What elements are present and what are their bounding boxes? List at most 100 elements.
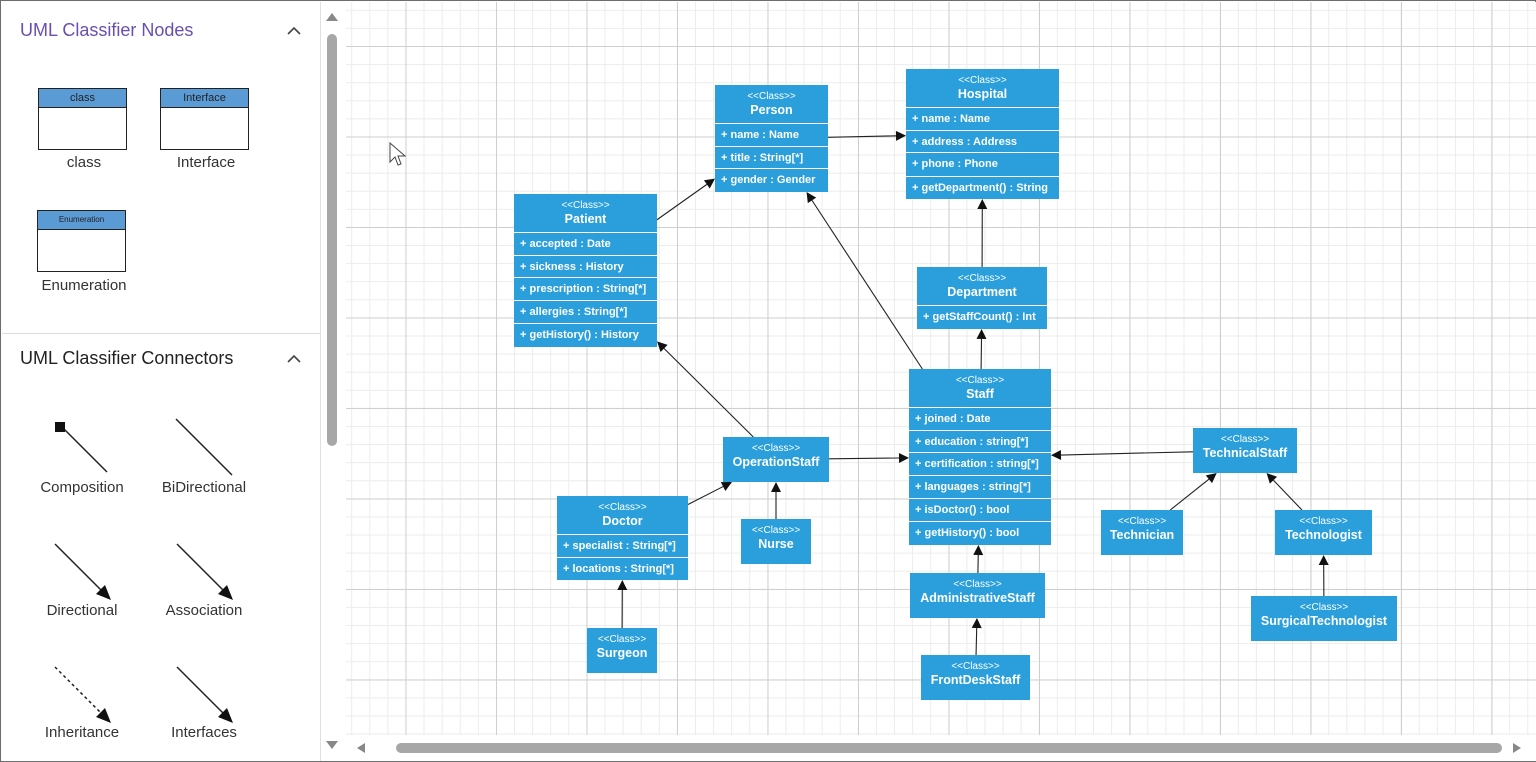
association-connector-icon: [176, 543, 233, 600]
node-stereotype: <<Class>>: [957, 273, 1007, 284]
inheritance-connector-icon: [54, 666, 111, 723]
node-name: Nurse: [758, 537, 794, 551]
scrollbar-thumb[interactable]: [327, 34, 337, 446]
class-node-operation-staff[interactable]: <<Class>>OperationStaff: [723, 437, 829, 482]
node-attribute: + gender : Gender: [721, 174, 816, 187]
palette-item-label: Enumeration: [41, 277, 127, 294]
node-name: TechnicalStaff: [1202, 446, 1288, 460]
palette-item-class[interactable]: class class: [29, 86, 139, 176]
node-stereotype: <<Class>>: [953, 579, 1002, 590]
class-node-technician[interactable]: <<Class>>Technician: [1101, 510, 1183, 555]
arrowhead-icon: [895, 130, 906, 141]
arrowhead-icon: [898, 452, 909, 463]
node-attribute: + title : String[*]: [715, 147, 828, 170]
node-stereotype: <<Class>>: [751, 525, 801, 536]
palette-item-directional[interactable]: Directional: [27, 537, 137, 627]
node-method: + getDepartment() : String: [912, 181, 1048, 194]
class-node-nurse[interactable]: <<Class>>Nurse: [741, 519, 811, 564]
node-stereotype: <<Class>>: [1117, 516, 1167, 527]
class-node-patient[interactable]: <<Class>>Patient + accepted : Date + sic…: [514, 194, 657, 347]
section-header-uml-classifier-nodes[interactable]: UML Classifier Nodes: [2, 4, 320, 56]
node-stereotype: <<Class>>: [1299, 516, 1348, 527]
chevron-up-icon[interactable]: [285, 21, 303, 39]
connector-technical_staff-to-staff[interactable]: [1060, 451, 1194, 456]
interfaces-connector-icon: [176, 666, 233, 723]
node-method: + getHistory() : bool: [915, 526, 1020, 539]
class-node-technologist[interactable]: <<Class>>Technologist: [1275, 510, 1372, 555]
chevron-up-icon[interactable]: [285, 349, 303, 367]
connector-patient-to-person[interactable]: [656, 183, 708, 221]
palette-item-bidirectional[interactable]: BiDirectional: [149, 414, 259, 504]
palette-item-interface[interactable]: Interface Interface: [151, 86, 261, 176]
scrollbar-thumb[interactable]: [396, 743, 1502, 753]
node-attribute: + locations : String[*]: [563, 562, 674, 575]
node-name: Hospital: [957, 87, 1008, 101]
connectors-layer: [617, 130, 1329, 656]
node-stereotype: <<Class>>: [955, 375, 1005, 386]
section-divider: [2, 333, 320, 334]
connector-staff-to-person[interactable]: [811, 200, 923, 370]
scroll-left-arrow-icon[interactable]: [356, 742, 366, 754]
class-node-hospital[interactable]: <<Class>>Hospital + name : Name + addres…: [906, 69, 1059, 200]
node-stereotype: <<Class>>: [751, 443, 801, 454]
node-attribute: + joined : Date: [909, 408, 1051, 431]
node-attribute: + name : Name: [715, 124, 828, 147]
arrowhead-icon: [977, 199, 988, 210]
node-attribute: + sickness : History: [514, 256, 657, 279]
enumeration-symbol: Enumeration: [37, 210, 126, 272]
node-name: AdministrativeStaff: [920, 591, 1035, 605]
node-name: Department: [947, 285, 1017, 299]
symbol-header: Enumeration: [38, 211, 125, 230]
class-node-front-desk-staff[interactable]: <<Class>>FrontDeskStaff: [921, 655, 1030, 700]
arrowhead-icon: [973, 545, 984, 556]
arrowhead-icon: [806, 192, 817, 204]
node-stereotype: <<Class>>: [561, 200, 610, 211]
node-name: Doctor: [602, 514, 643, 528]
palette-item-interfaces[interactable]: Interfaces: [149, 660, 259, 750]
palette-vertical-scrollbar[interactable]: [322, 2, 346, 761]
palette-item-label: class: [66, 154, 102, 171]
composition-connector-icon: [55, 422, 108, 473]
connector-technician-to-technical_staff[interactable]: [1169, 478, 1210, 511]
scroll-right-arrow-icon[interactable]: [1512, 742, 1522, 754]
connector-person-to-hospital[interactable]: [827, 135, 897, 138]
palette-item-enumeration[interactable]: Enumeration Enumeration: [29, 209, 139, 299]
class-node-administrative-staff[interactable]: <<Class>>AdministrativeStaff: [910, 573, 1045, 618]
connector-technologist-to-technical_staff[interactable]: [1273, 479, 1303, 511]
connector-operation_staff-to-staff[interactable]: [828, 457, 900, 460]
scroll-up-arrow-icon[interactable]: [325, 12, 339, 22]
directional-connector-icon: [54, 543, 111, 600]
palette-item-composition[interactable]: Composition: [27, 414, 137, 504]
arrowhead-icon: [617, 580, 628, 591]
node-stereotype: <<Class>>: [747, 91, 796, 102]
node-attribute: + prescription : String[*]: [514, 278, 657, 301]
node-attribute: + allergies : String[*]: [520, 305, 628, 318]
class-node-department[interactable]: <<Class>>Department + getStaffCount() : …: [917, 267, 1047, 329]
section-title: UML Classifier Nodes: [20, 19, 194, 40]
node-attribute: + address : Address: [906, 131, 1059, 154]
section-header-uml-classifier-connectors[interactable]: UML Classifier Connectors: [2, 332, 320, 384]
node-name: Surgeon: [596, 646, 648, 660]
class-node-surgical-technologist[interactable]: <<Class>>SurgicalTechnologist: [1251, 596, 1397, 641]
node-attribute: + specialist : String[*]: [557, 535, 688, 558]
diagram-canvas[interactable]: <<Class>>Person + name : Name + title : …: [346, 2, 1536, 735]
class-node-person[interactable]: <<Class>>Person + name : Name + title : …: [715, 85, 828, 192]
palette-item-inheritance[interactable]: Inheritance: [27, 660, 137, 750]
arrowhead-icon: [1051, 450, 1062, 461]
scroll-down-arrow-icon[interactable]: [325, 740, 339, 750]
class-node-technical-staff[interactable]: <<Class>>TechnicalStaff: [1193, 428, 1297, 473]
class-node-surgeon[interactable]: <<Class>>Surgeon: [587, 628, 657, 673]
class-symbol: class: [38, 88, 127, 150]
connector-operation_staff-to-patient[interactable]: [663, 348, 754, 438]
arrowhead-icon: [1318, 555, 1329, 566]
node-method: + getHistory() : History: [520, 329, 639, 342]
canvas-horizontal-scrollbar[interactable]: [346, 735, 1536, 761]
palette-item-association[interactable]: Association: [149, 537, 259, 627]
arrowhead-icon: [703, 178, 715, 189]
node-name: Technologist: [1285, 528, 1362, 542]
node-stereotype: <<Class>>: [1220, 434, 1270, 445]
class-node-staff[interactable]: <<Class>>Staff + joined : Date + educati…: [909, 369, 1051, 545]
connector-front_desk_staff-to-administrative_staff[interactable]: [975, 627, 978, 656]
connector-doctor-to-operation_staff[interactable]: [687, 486, 724, 505]
class-node-doctor[interactable]: <<Class>>Doctor + specialist : String[*]…: [557, 496, 688, 581]
